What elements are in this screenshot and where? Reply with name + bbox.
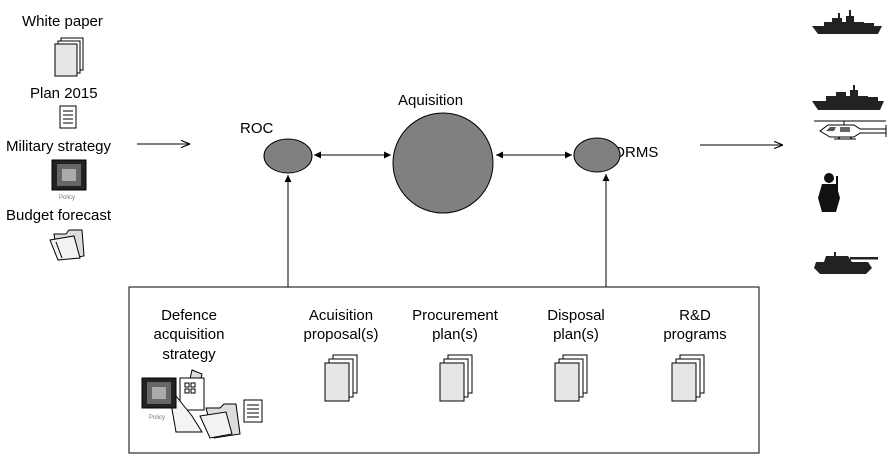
document-stack-icon [554, 354, 588, 402]
strategy-label-line3: strategy [162, 346, 216, 363]
procurement-label-line2: plan(s) [432, 326, 478, 343]
document-stack-icon [54, 37, 84, 77]
military-strategy-label: Military strategy [6, 138, 112, 155]
strategy-label-line1: Defence [161, 307, 217, 324]
acquisition-label: Aquisition [398, 92, 463, 109]
roc-label: ROC [240, 120, 274, 137]
folder-icon [49, 229, 85, 261]
white-paper-label: White paper [22, 13, 103, 30]
warship-icon [812, 10, 882, 34]
rd-label-line2: programs [663, 326, 726, 343]
tank-icon [814, 252, 878, 274]
proposal-label-line2: proposal(s) [303, 326, 378, 343]
strategy-label-line2: acquisition [154, 326, 225, 343]
procurement-label-line1: Procurement [412, 307, 499, 324]
proposal-label-line1: Acuisition [309, 307, 373, 324]
plan-2015-label: Plan 2015 [30, 85, 98, 102]
text-document-icon [59, 105, 77, 129]
policy-book-icon: Policy [51, 159, 87, 201]
planning-documents-box [128, 286, 760, 454]
disposal-label-line2: plan(s) [553, 326, 599, 343]
idrms-node [573, 137, 621, 173]
strategy-documents-collage-icon: Policy [141, 369, 263, 439]
soldier-icon [818, 173, 840, 212]
roc-node [263, 138, 313, 174]
document-stack-icon [671, 354, 705, 402]
disposal-label-line1: Disposal [547, 307, 605, 324]
strategy-policy-caption: Policy [149, 415, 165, 421]
document-stack-icon [439, 354, 473, 402]
idrms-label: IDRMS [610, 144, 658, 161]
helicopter-icon [814, 120, 887, 140]
policy-caption: Policy [59, 195, 75, 201]
budget-forecast-label: Budget forecast [6, 207, 112, 224]
acquisition-node [392, 112, 494, 214]
warship-icon [812, 85, 884, 110]
rd-label-line1: R&D [679, 307, 711, 324]
document-stack-icon [324, 354, 358, 402]
